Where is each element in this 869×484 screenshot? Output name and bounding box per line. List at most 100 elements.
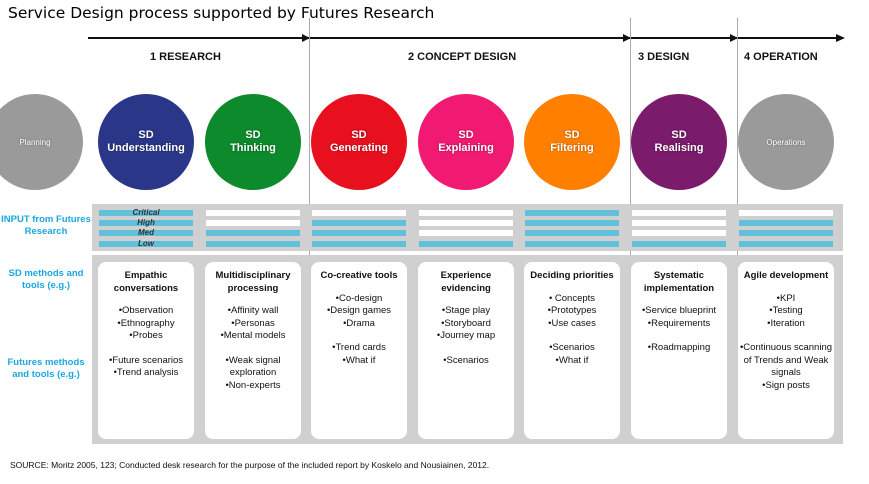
arrowhead-icon xyxy=(302,34,310,42)
diagram-title: Service Design process supported by Futu… xyxy=(8,4,435,22)
stage-name: Understanding xyxy=(107,142,185,154)
list-item: •Ethnography xyxy=(117,317,175,329)
input-level-bar xyxy=(312,241,406,247)
list-item: •Non-experts xyxy=(225,379,281,391)
futures-methods-list: •Continuous scanning of Trends and Weak … xyxy=(738,342,834,392)
planning-circle: Planning xyxy=(0,94,83,190)
source-note: SOURCE: Moritz 2005, 123; Conducted desk… xyxy=(10,460,490,470)
stage-prefix: SD xyxy=(138,129,154,141)
futures-methods-list: •Scenarios•What if xyxy=(524,342,620,367)
list-item: •Co-design xyxy=(335,292,383,304)
input-level-bar xyxy=(632,241,726,247)
list-item: •Service blueprint xyxy=(641,305,717,316)
input-level-bar xyxy=(525,210,619,216)
list-item: •Observation xyxy=(118,305,174,316)
input-level-bar xyxy=(419,220,513,226)
card-heading: Deciding priorities xyxy=(530,270,614,281)
input-level-bar xyxy=(99,241,193,247)
stage-prefix: SD xyxy=(458,129,474,141)
sd-methods-list: •Stage play•Storyboard•Journey map xyxy=(418,305,514,343)
card-heading: Co-creative tools xyxy=(320,270,398,281)
method-card: Systematic implementation •Service bluepr… xyxy=(631,262,727,439)
list-item: •Iteration xyxy=(767,317,805,329)
list-item: •Scenarios xyxy=(443,354,489,366)
input-level-bar xyxy=(206,230,300,236)
list-item: •What if xyxy=(342,354,376,366)
input-level-bar xyxy=(206,241,300,247)
input-level-bar xyxy=(525,230,619,236)
list-item: •Weak signal exploration xyxy=(225,354,281,379)
method-card: Deciding priorities • Concepts•Prototypes… xyxy=(524,262,620,439)
sd-methods-list: •Service blueprint•Requirements xyxy=(631,305,727,330)
phase-design: 3 DESIGN xyxy=(638,51,690,63)
futures-methods-list: •Trend cards•What if xyxy=(311,342,407,367)
list-item: •Continuous scanning of Trends and Weak … xyxy=(739,342,833,378)
list-item: •Storyboard xyxy=(441,317,491,329)
method-card: Multidisciplinary processing •Affinity wa… xyxy=(205,262,301,439)
input-level-bar xyxy=(312,220,406,226)
futures-methods-list: •Roadmapping xyxy=(631,342,727,355)
list-item: •Use cases xyxy=(548,317,596,329)
stage-name: Generating xyxy=(329,142,389,154)
list-item: •Scenarios xyxy=(549,342,595,353)
input-level-bar xyxy=(206,220,300,226)
card-heading: Empathic conversations xyxy=(113,270,179,294)
input-level-bar xyxy=(312,230,406,236)
input-level-bar xyxy=(206,210,300,216)
card-heading: Systematic implementation xyxy=(643,270,715,294)
list-item: •What if xyxy=(555,354,589,366)
list-item: •Trend analysis xyxy=(113,367,179,378)
stage-prefix: SD xyxy=(564,129,580,141)
sd-methods-list: • Concepts•Prototypes•Use cases xyxy=(524,293,620,331)
input-level-bar xyxy=(99,210,193,216)
method-card: Agile development•KPI•Testing•Iteration•… xyxy=(738,262,834,439)
phase-concept-design: 2 CONCEPT DESIGN xyxy=(408,51,517,63)
futures-methods-list: •Scenarios xyxy=(418,355,514,368)
phase-research: 1 RESEARCH xyxy=(150,51,221,63)
sd-methods-list: •Affinity wall•Personas•Mental models xyxy=(205,305,301,343)
timeline-arrow xyxy=(88,34,845,42)
sd-methods-label: SD methods and tools (e.g.) xyxy=(8,268,84,291)
list-item: •Design games xyxy=(326,305,392,316)
input-level-bar xyxy=(525,220,619,226)
arrowhead-icon xyxy=(623,34,631,42)
list-item: •Future scenarios xyxy=(108,354,184,366)
arrowhead-icon xyxy=(730,34,738,42)
input-level-bar xyxy=(419,241,513,247)
futures-methods-list: •Weak signal exploration•Non-experts xyxy=(205,355,301,393)
list-item: •Testing xyxy=(769,305,803,316)
method-card: Co-creative tools •Co-design•Design games… xyxy=(311,262,407,439)
stage-name: Explaining xyxy=(438,142,494,154)
card-heading: Multidisciplinary processing xyxy=(215,270,291,294)
input-level-bar xyxy=(312,210,406,216)
input-level-bar xyxy=(739,241,833,247)
phase-operation: 4 OPERATION xyxy=(744,51,818,63)
arrowhead-icon xyxy=(836,34,845,42)
stage-circle: Operations xyxy=(738,94,834,190)
input-level-bar xyxy=(99,220,193,226)
list-item: •Mental models xyxy=(220,330,286,341)
input-label: INPUT from Futures Research xyxy=(1,214,91,237)
list-item: •Roadmapping xyxy=(647,342,711,353)
list-item: •Trend cards xyxy=(332,342,386,353)
list-item: •Probes xyxy=(129,330,163,341)
method-card: Empathic conversations •Observation•Ethno… xyxy=(98,262,194,439)
stage-prefix: SD xyxy=(351,129,367,141)
list-item: •Affinity wall xyxy=(227,305,279,316)
input-level-bar xyxy=(739,210,833,216)
futures-methods-list: •Future scenarios•Trend analysis xyxy=(98,355,194,380)
list-item: •Sign posts xyxy=(762,379,810,391)
stage-prefix: SD xyxy=(671,129,687,141)
list-item: •Requirements xyxy=(647,317,711,329)
level-label: Low xyxy=(138,239,154,248)
